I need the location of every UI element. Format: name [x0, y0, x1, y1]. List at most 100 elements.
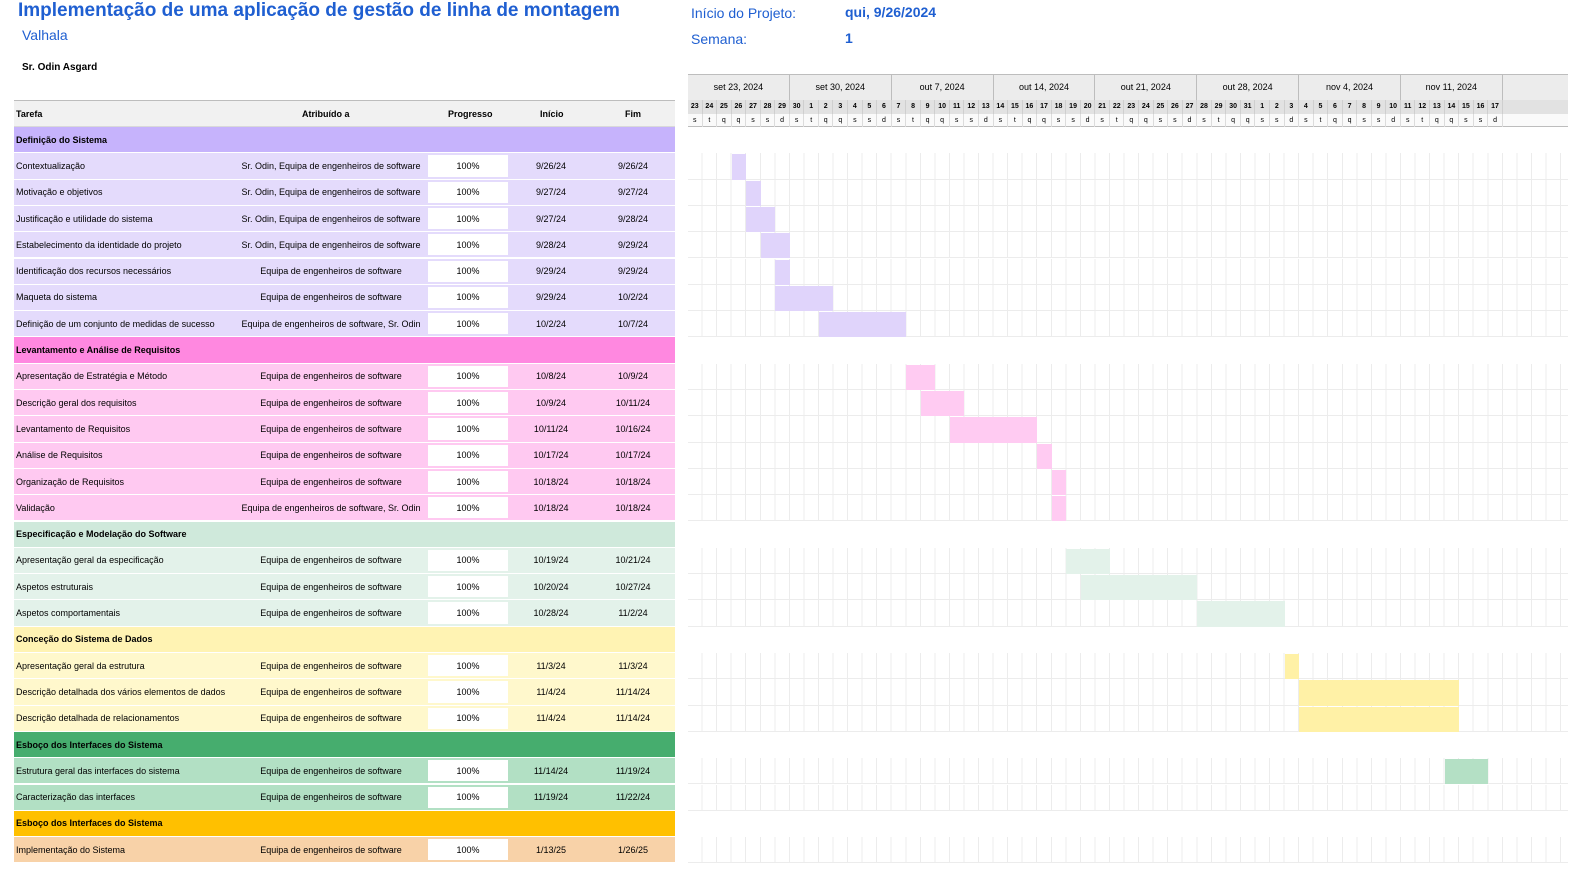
progress-value[interactable]: 100% [428, 260, 508, 282]
end-date[interactable]: 9/28/24 [617, 213, 649, 224]
week-value[interactable]: 1 [845, 30, 853, 46]
progress-value[interactable]: 100% [428, 497, 508, 519]
gantt-bar[interactable] [775, 259, 790, 285]
gantt-bar[interactable] [746, 206, 776, 233]
task-row[interactable]: Descrição detalhada dos vários elementos… [14, 679, 675, 706]
progress-value[interactable]: 100% [428, 286, 508, 309]
start-date[interactable]: 10/8/24 [535, 371, 567, 382]
start-date[interactable]: 9/29/24 [535, 292, 567, 303]
end-date[interactable]: 11/14/24 [615, 713, 651, 724]
end-date[interactable]: 10/2/24 [617, 292, 649, 303]
gantt-bar[interactable] [920, 391, 965, 417]
phase-row[interactable]: Definição do Sistema [14, 127, 675, 154]
gantt-bar[interactable] [731, 154, 747, 180]
start-date[interactable]: 9/26/24 [535, 160, 567, 171]
end-date[interactable]: 10/17/24 [615, 450, 651, 461]
gantt-bar[interactable] [1066, 548, 1110, 575]
task-row[interactable]: Estabelecimento da identidade do projeto… [14, 232, 675, 259]
start-date[interactable]: 10/11/24 [533, 423, 569, 434]
start-date[interactable]: 9/28/24 [535, 239, 567, 250]
progress-value[interactable]: 100% [428, 707, 508, 729]
gantt-bar[interactable] [906, 364, 936, 390]
start-date[interactable]: 9/27/24 [535, 187, 567, 198]
start-date[interactable]: 9/29/24 [535, 266, 567, 277]
task-row[interactable]: Estrutura geral das interfaces do sistem… [14, 758, 675, 785]
gantt-bar[interactable] [760, 233, 790, 259]
end-date[interactable]: 11/22/24 [615, 792, 651, 803]
gantt-bar[interactable] [746, 180, 761, 206]
start-date[interactable]: 10/18/24 [533, 502, 569, 513]
end-date[interactable]: 9/26/24 [617, 160, 649, 171]
start-date[interactable]: 11/4/24 [536, 713, 566, 724]
progress-value[interactable]: 100% [428, 234, 508, 256]
end-date[interactable]: 9/29/24 [617, 266, 649, 277]
start-date[interactable]: 10/19/24 [533, 555, 569, 566]
progress-value[interactable]: 100% [428, 602, 508, 624]
phase-row[interactable]: Conceção do Sistema de Dados [14, 626, 675, 653]
end-date[interactable]: 9/27/24 [617, 187, 649, 198]
phase-row[interactable]: Esboço dos Interfaces do Sistema [14, 731, 675, 759]
start-date[interactable]: 11/14/24 [533, 765, 569, 776]
start-date[interactable]: 10/17/24 [533, 450, 569, 461]
progress-value[interactable]: 100% [428, 155, 508, 177]
end-date[interactable]: 10/9/24 [617, 371, 649, 382]
project-start-value[interactable]: qui, 9/26/2024 [845, 4, 937, 20]
progress-value[interactable]: 100% [428, 760, 508, 782]
progress-value[interactable]: 100% [428, 681, 508, 703]
end-date[interactable]: 11/14/24 [615, 686, 651, 697]
progress-value[interactable]: 100% [428, 418, 508, 440]
start-date[interactable]: 10/9/24 [535, 397, 567, 408]
progress-value[interactable]: 100% [428, 313, 508, 335]
end-date[interactable]: 11/3/24 [618, 660, 648, 671]
start-date[interactable]: 11/3/24 [536, 660, 566, 671]
end-date[interactable]: 10/27/24 [615, 581, 651, 592]
end-date[interactable]: 10/11/24 [615, 397, 651, 408]
end-date[interactable]: 11/2/24 [618, 608, 648, 619]
phase-row[interactable]: Levantamento e Análise de Requisitos [14, 337, 675, 364]
start-date[interactable]: 10/20/24 [533, 581, 569, 592]
progress-value[interactable]: 100% [428, 549, 508, 572]
start-date[interactable]: 11/19/24 [533, 792, 569, 803]
progress-value[interactable]: 100% [428, 365, 508, 387]
progress-value[interactable]: 100% [428, 444, 508, 466]
end-date[interactable]: 10/18/24 [615, 502, 651, 513]
start-date[interactable]: 1/13/25 [535, 844, 567, 855]
end-date[interactable]: 9/29/24 [617, 239, 649, 250]
end-date[interactable]: 10/18/24 [615, 476, 651, 487]
progress-value[interactable]: 100% [428, 655, 508, 677]
progress-value[interactable]: 100% [428, 207, 508, 230]
gantt-bar[interactable] [1299, 706, 1460, 732]
task-row[interactable]: Definição de um conjunto de medidas de s… [14, 311, 675, 338]
end-date[interactable]: 10/16/24 [615, 423, 651, 434]
phase-row[interactable]: Esboço dos Interfaces do Sistema [14, 810, 675, 838]
gantt-bar[interactable] [775, 285, 834, 312]
progress-value[interactable]: 100% [428, 576, 508, 598]
gantt-bar[interactable] [1444, 759, 1489, 785]
end-date[interactable]: 10/7/24 [617, 318, 649, 329]
progress-value[interactable]: 100% [428, 839, 508, 861]
progress-value[interactable]: 100% [428, 181, 508, 203]
gantt-bar[interactable] [1080, 575, 1198, 601]
start-date[interactable]: 10/18/24 [533, 476, 569, 487]
end-date[interactable]: 10/21/24 [615, 555, 651, 566]
gantt-bar[interactable] [1197, 601, 1285, 627]
end-date[interactable]: 1/26/25 [617, 844, 649, 855]
progress-value[interactable]: 100% [428, 786, 508, 808]
gantt-bar[interactable] [1051, 469, 1067, 496]
end-date[interactable]: 11/19/24 [615, 765, 651, 776]
